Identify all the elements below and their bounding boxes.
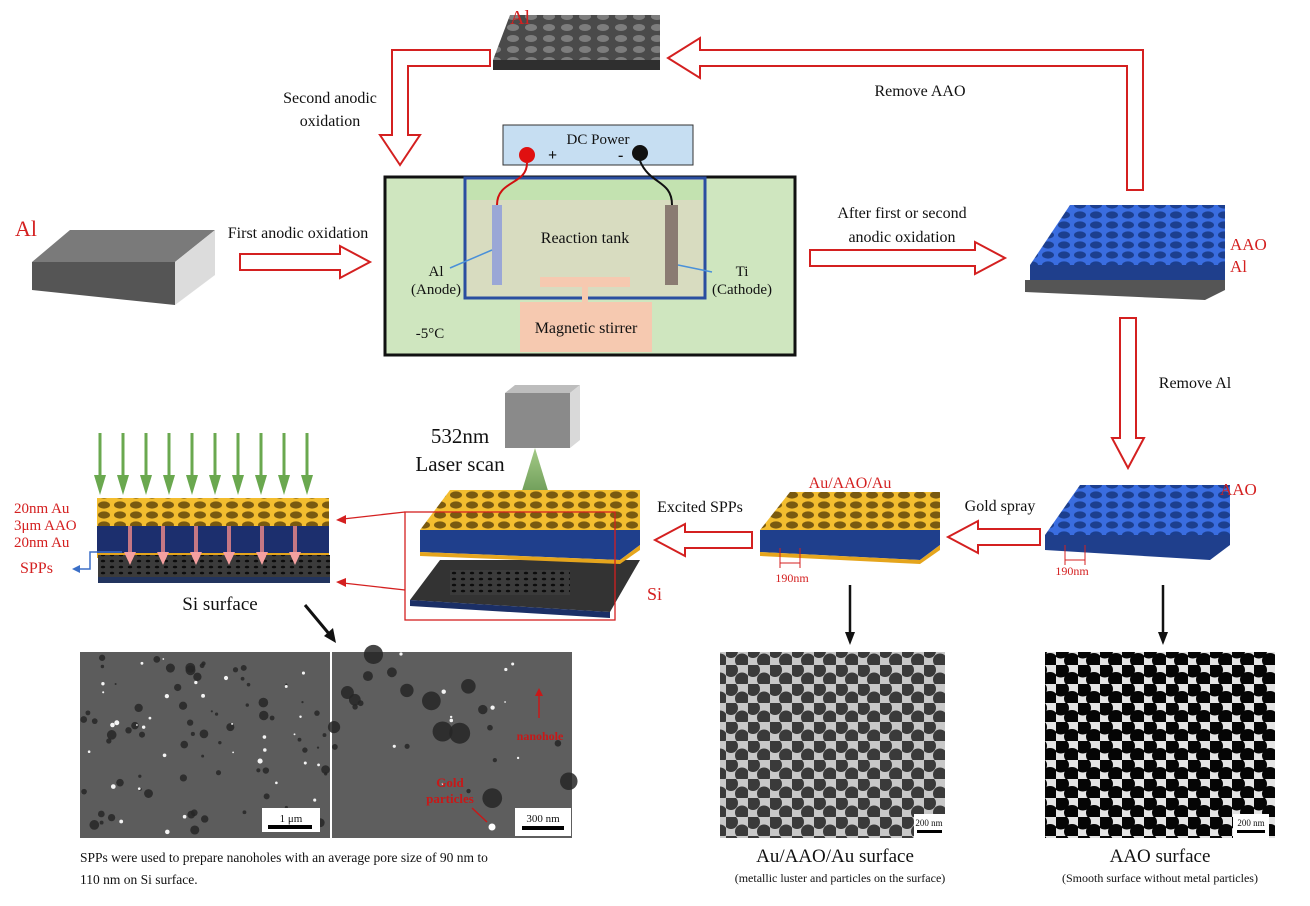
spp-arrow <box>161 526 165 554</box>
stirrer-label: Magnetic stirrer <box>535 320 638 337</box>
remove-aao-label: Remove AAO <box>874 83 965 100</box>
spp-arrow <box>293 526 297 554</box>
si-surface-label: Si surface <box>182 594 257 615</box>
anode-label-1: Al <box>429 264 444 280</box>
laser-label-1: 532nm <box>431 424 489 448</box>
spps-label: SPPs <box>20 560 53 577</box>
au-surface-subtitle: (metallic luster and particles on the su… <box>735 871 946 885</box>
anode-label-2: (Anode) <box>411 282 461 298</box>
aao-label: AAO <box>1230 235 1267 254</box>
incident-light-arrowhead <box>94 475 106 495</box>
dc-power-box <box>502 124 694 166</box>
gold-spray-arrow <box>945 519 1041 555</box>
remove-al-arrow <box>1110 317 1146 471</box>
si-label: Si <box>647 584 662 604</box>
temperature-label: -5°C <box>416 326 445 342</box>
scale-bar-label-4: 200 nm <box>1237 818 1264 828</box>
negative-terminal-icon <box>632 145 648 161</box>
scale-bar-label-1: 1 μm <box>280 813 303 825</box>
after-oxidation-label-2: anodic oxidation <box>848 229 955 246</box>
au-surface-title: Au/AAO/Au surface <box>756 846 914 867</box>
anode <box>492 205 502 285</box>
dc-power-label: DC Power <box>567 132 630 148</box>
cathode-label-2: (Cathode) <box>712 282 772 298</box>
sample-on-si: Si <box>404 490 662 621</box>
scale-bar-label-3: 200 nm <box>915 818 942 828</box>
layer-au-top: 20nm Au <box>14 501 70 517</box>
after-oxidation-arrow <box>809 240 1008 276</box>
spp-arrowhead <box>256 552 268 565</box>
spp-arrowhead <box>157 552 169 565</box>
incident-light-arrowhead <box>232 475 244 495</box>
au-pitch-label: 190nm <box>775 571 809 585</box>
gold-particles-label-2: particles <box>426 791 474 806</box>
layer-au-bottom: 20nm Au <box>14 535 70 551</box>
spp-arrow <box>227 526 231 554</box>
spp-arrowhead <box>223 552 235 565</box>
reaction-tank-label: Reaction tank <box>541 230 629 247</box>
au-aao-au-membrane: Au/AAO/Au 190nm <box>760 475 940 585</box>
gold-spray-label: Gold spray <box>965 498 1036 515</box>
cathode <box>665 205 678 285</box>
magnetic-stirrer <box>520 302 652 352</box>
minus-sign: - <box>618 147 623 164</box>
layer-aao: 3μm AAO <box>14 518 77 534</box>
incident-light-arrowhead <box>186 475 198 495</box>
spp-arrow <box>260 526 264 554</box>
remove-al-label: Remove Al <box>1159 375 1232 392</box>
excited-spps-label: Excited SPPs <box>657 499 743 516</box>
aao-surface-title: AAO surface <box>1110 846 1211 867</box>
spp-arrowhead <box>190 552 202 565</box>
top-plate-label: Al <box>510 7 530 29</box>
al-block: Al <box>15 216 215 305</box>
second-oxidation-label-2: oxidation <box>300 113 360 130</box>
aao-on-al-plate: AAO Al <box>1025 205 1267 300</box>
scale-bar-label-2: 300 nm <box>526 813 560 825</box>
laser-label-2: Laser scan <box>415 452 505 476</box>
aao-membrane: AAO 190nm <box>1045 480 1257 578</box>
excited-spps-arrow <box>652 522 753 558</box>
incident-light-arrowhead <box>255 475 267 495</box>
incident-light-arrowhead <box>301 475 313 495</box>
incident-light-arrowhead <box>117 475 129 495</box>
spp-arrowhead <box>289 552 301 565</box>
au-membrane-label: Au/AAO/Au <box>809 475 892 492</box>
si-caption-1: SPPs were used to prepare nanoholes with… <box>80 850 488 865</box>
al-block-label: Al <box>15 216 37 241</box>
incident-light-arrowhead <box>163 475 175 495</box>
cathode-label-1: Ti <box>736 264 749 280</box>
second-oxidation-arrow <box>378 49 491 167</box>
second-oxidation-label-1: Second anodic <box>283 90 377 107</box>
gold-particles-label-1: Gold <box>436 775 464 790</box>
spp-stack: 20nm Au 3μm AAO 20nm Au SPPs Si surface <box>14 433 330 615</box>
spp-arrow <box>194 526 198 554</box>
positive-terminal-icon <box>519 147 535 163</box>
top-al-plate: Al <box>493 7 660 70</box>
aao-surface-subtitle: (Smooth surface without metal particles) <box>1062 871 1258 885</box>
first-oxidation-arrow <box>239 244 373 280</box>
after-oxidation-label-1: After first or second <box>837 205 966 222</box>
aao-pitch-label: 190nm <box>1055 564 1089 578</box>
sem-au-surface: 200 nm <box>720 652 945 838</box>
incident-light-arrowhead <box>140 475 152 495</box>
arrow-to-si-sem <box>303 604 332 636</box>
al-label: Al <box>1230 257 1247 276</box>
incident-light-arrowhead <box>278 475 290 495</box>
first-oxidation-label: First anodic oxidation <box>228 225 368 242</box>
nanohole-label: nanohole <box>517 729 564 743</box>
spp-arrow <box>128 526 132 554</box>
sem-si-high-mag: nanohole Gold particles 300 nm <box>327 644 578 838</box>
remove-aao-arrow <box>666 36 1144 191</box>
spp-arrowhead <box>124 552 136 565</box>
anodization-setup: DC Power + - Reaction tank Al (Anode) Ti… <box>383 124 797 357</box>
sem-aao-surface: 200 nm <box>1045 652 1275 838</box>
sem-si-low-mag: 1 μm <box>80 652 330 838</box>
si-caption-2: 110 nm on Si surface. <box>80 872 198 887</box>
aao-membrane-label: AAO <box>1220 480 1257 499</box>
plus-sign: + <box>548 147 557 164</box>
incident-light-arrowhead <box>209 475 221 495</box>
